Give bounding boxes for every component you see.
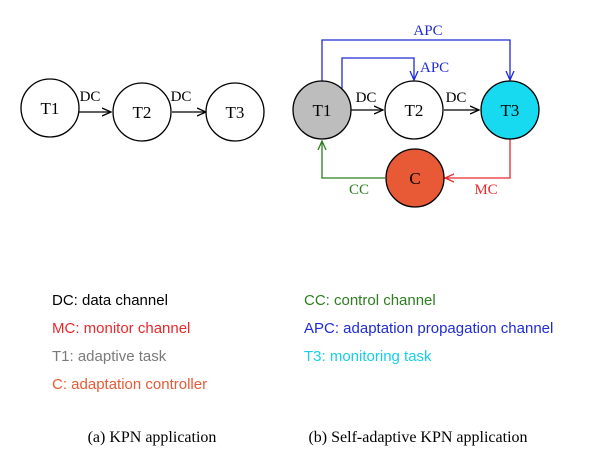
edge-label-b-cc: CC (349, 182, 369, 198)
node-b-t1 (292, 80, 352, 140)
legend-item-t1: T1: adaptive task (52, 348, 167, 365)
legend-item-t3: T3: monitoring task (304, 348, 432, 365)
legend-item-apc: APC: adaptation propagation channel (304, 320, 553, 337)
caption-b: (b) Self-adaptive KPN application (308, 429, 527, 446)
edge-b-mc (445, 139, 511, 178)
edge-b-cc (322, 141, 385, 179)
legend-item-cc: CC: control channel (304, 292, 436, 309)
edge-label-b-apc-inner: APC (420, 60, 449, 76)
node-label-a-t3: T3 (226, 103, 245, 122)
node-b-c (385, 148, 445, 208)
legend-item-c: C: adaptation controller (52, 376, 207, 393)
caption-a: (a) KPN application (88, 429, 217, 446)
edge-label-b-mc: MC (474, 182, 497, 198)
legend: DC: data channel MC: monitor channel T1:… (52, 292, 553, 393)
legend-item-dc: DC: data channel (52, 292, 168, 309)
edge-b-apc-top (321, 39, 510, 84)
legend-item-mc: MC: monitor channel (52, 320, 190, 337)
node-a-t2 (112, 82, 172, 142)
node-a-t3 (205, 82, 265, 142)
node-label-a-t2: T2 (133, 103, 152, 122)
edge-label-b-apc-top: APC (413, 23, 442, 39)
diagram-a: DC DC T1 T2 T3 (20, 78, 265, 142)
edge-b-apc-inner (341, 57, 414, 90)
edge-label-a-dc2: DC (171, 89, 192, 105)
node-b-t3 (480, 80, 540, 140)
node-label-b-t3: T3 (501, 101, 520, 120)
node-label-b-t1: T1 (313, 101, 332, 120)
node-b-t2 (384, 80, 444, 140)
node-label-b-c: C (409, 169, 420, 188)
edge-label-b-dc2: DC (446, 90, 467, 106)
edge-label-b-dc1: DC (356, 90, 377, 106)
node-a-t1 (20, 78, 80, 138)
node-label-a-t1: T1 (41, 99, 60, 118)
edge-label-a-dc1: DC (80, 89, 101, 105)
diagram-b: APC APC DC DC MC CC T1 T2 T3 C (292, 23, 540, 208)
node-label-b-t2: T2 (405, 101, 424, 120)
